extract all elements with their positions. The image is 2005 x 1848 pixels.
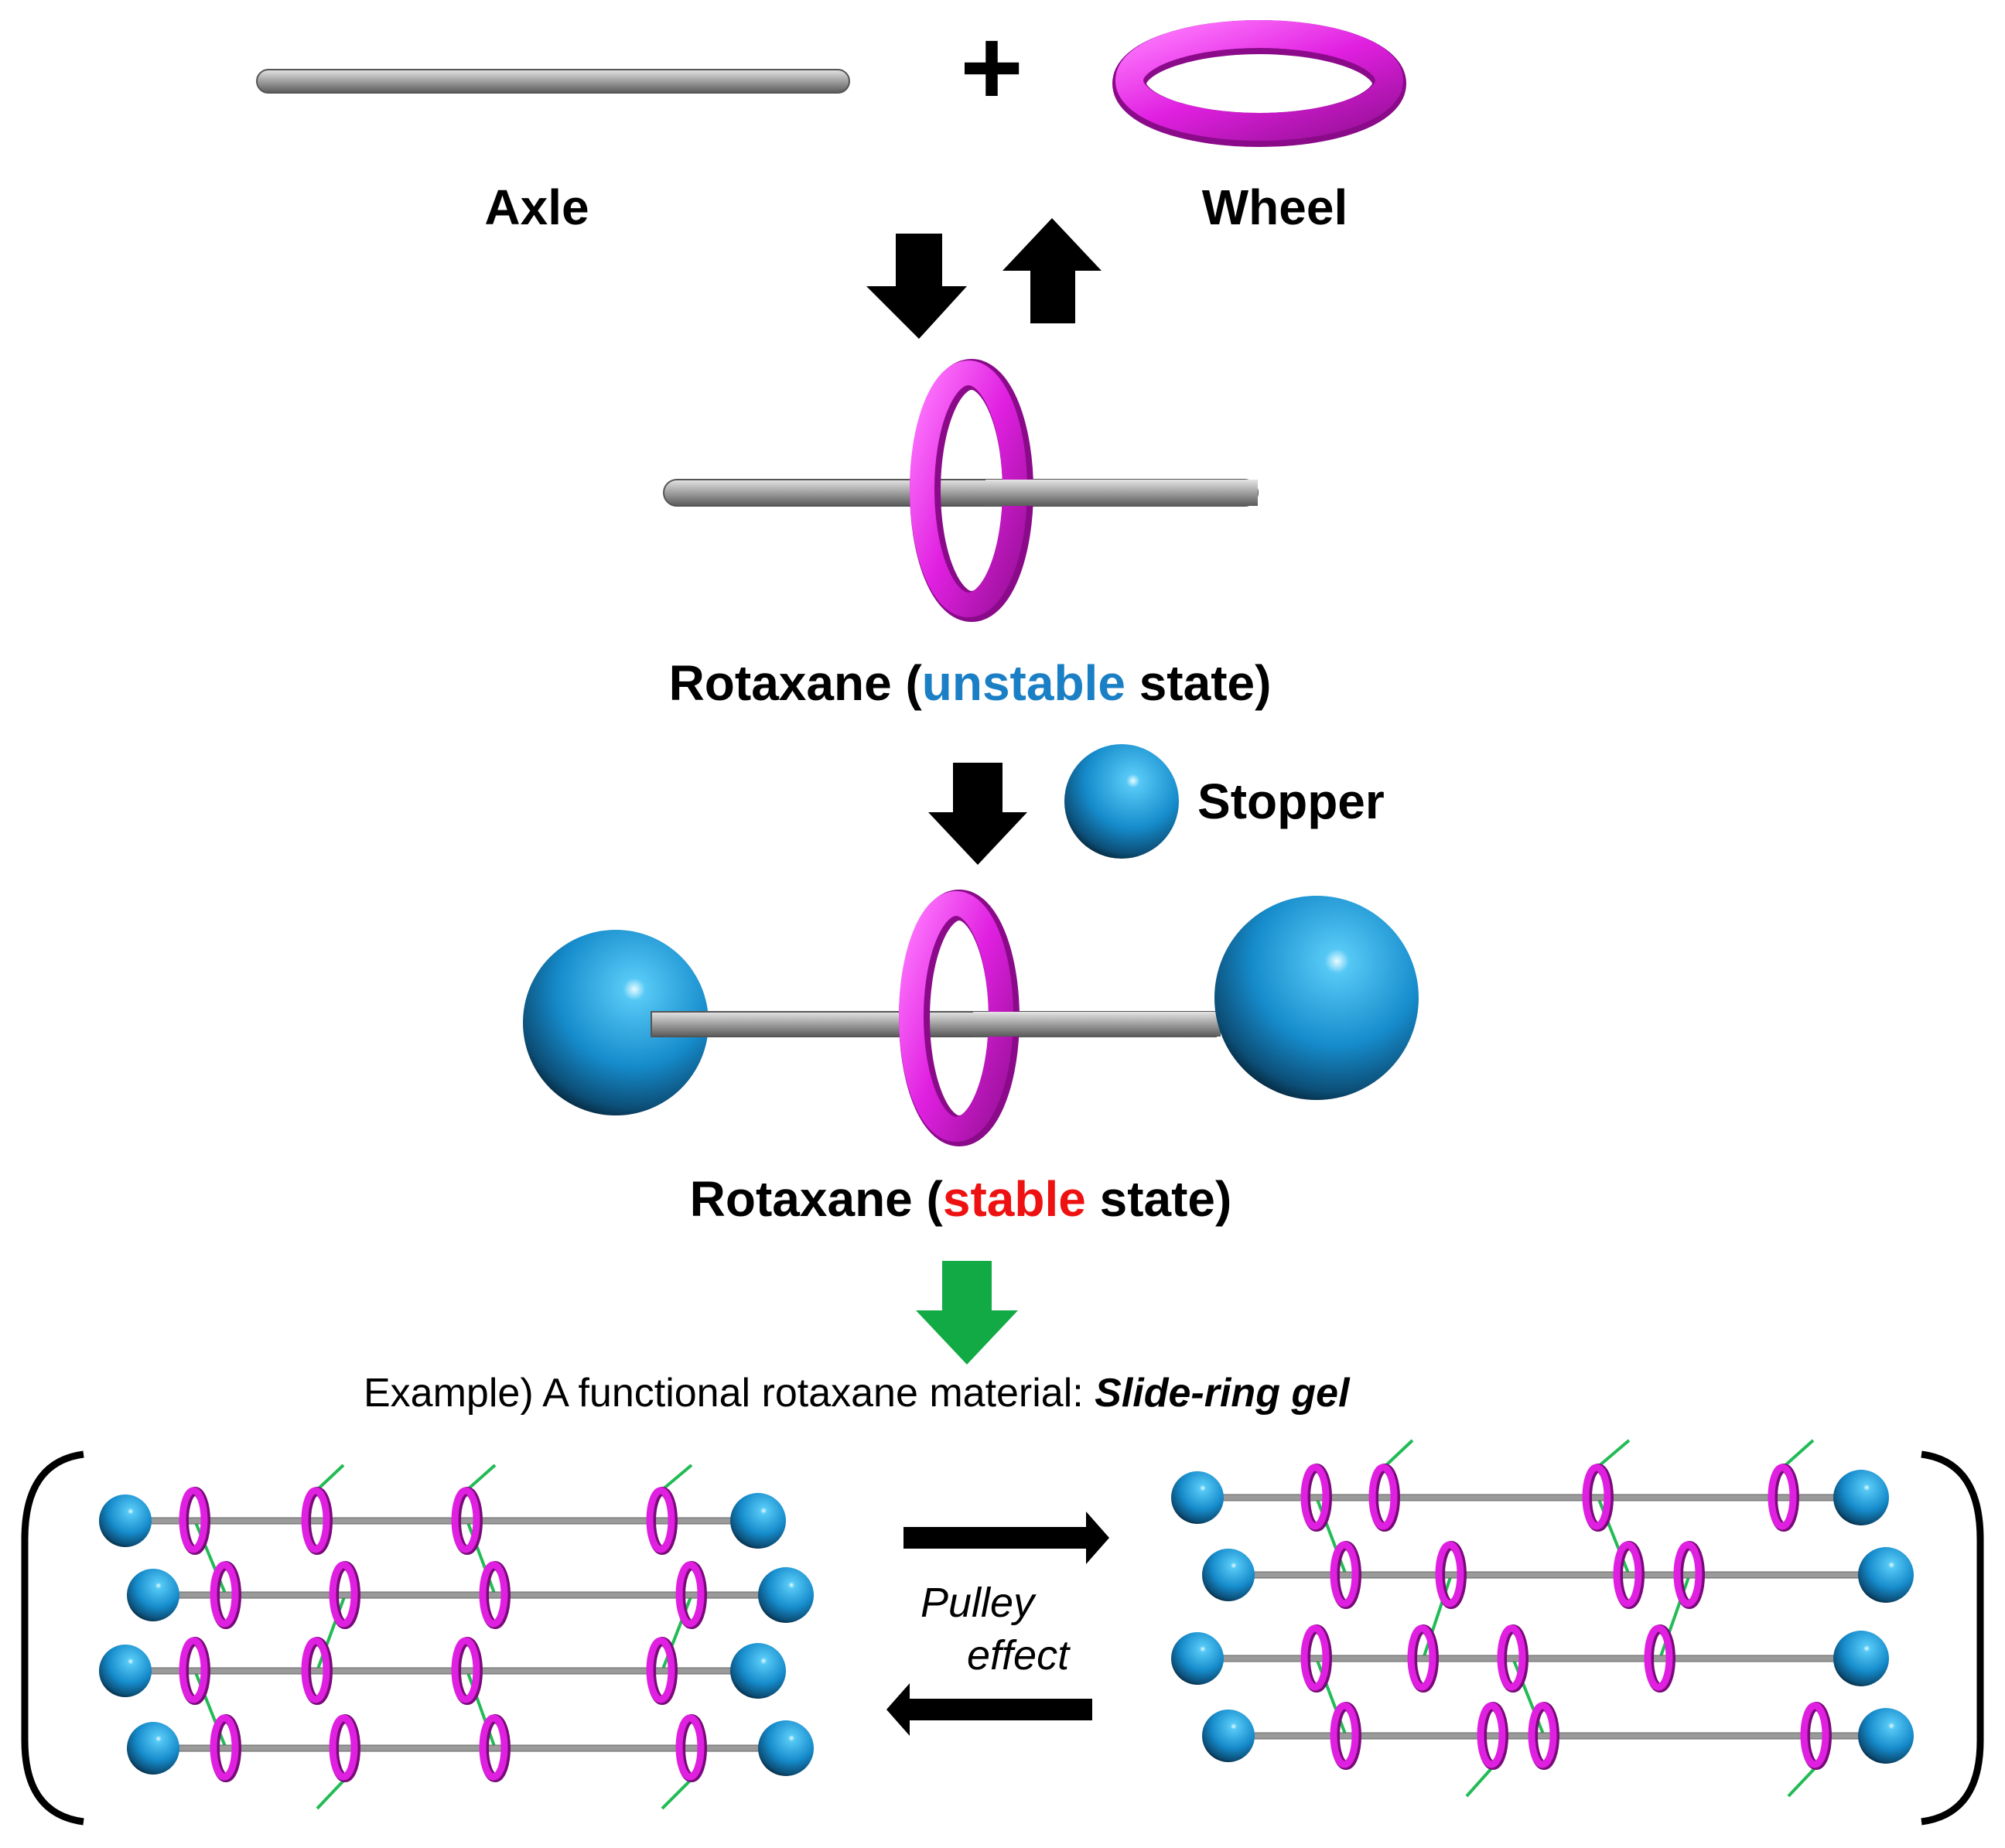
rotaxane-stable-model <box>523 890 1419 1146</box>
plus-sign: + <box>960 6 1023 128</box>
stopper-sphere-icon <box>1171 1471 1224 1524</box>
stopper-sphere-icon <box>1202 1710 1255 1762</box>
stopper-sphere-icon <box>523 930 709 1115</box>
stopper-sphere-icon <box>1858 1547 1914 1603</box>
crosslink-line <box>1597 1497 1631 1576</box>
bracket-left <box>21 1450 84 1826</box>
unstable-word: unstable <box>922 655 1125 711</box>
pulley-label: Pulley <box>921 1580 1037 1626</box>
stopper-sphere-icon <box>1214 896 1419 1100</box>
example-caption: Example) A functional rotaxane material:… <box>364 1371 1351 1416</box>
left-arrow-icon <box>886 1683 1092 1736</box>
crosslink-line <box>193 1670 227 1749</box>
down-arrow-icon <box>916 1261 1018 1365</box>
crosslink-line <box>1383 1439 1414 1468</box>
rotaxane-stable-label: Rotaxane (stable state) <box>690 1171 1232 1227</box>
effect-label: effect <box>967 1632 1071 1679</box>
stopper-label: Stopper <box>1197 774 1385 829</box>
axle-rod-icon <box>1197 1494 1862 1501</box>
crosslink-line <box>1782 1439 1815 1468</box>
crosslink-line <box>466 1464 497 1491</box>
rotaxane-unstable-label: Rotaxane (unstable state) <box>669 655 1272 711</box>
axle-rod-icon <box>256 69 850 94</box>
stopper-sphere-icon <box>127 1569 179 1621</box>
stable-word: stable <box>943 1171 1086 1227</box>
axle-rod-icon <box>152 1591 787 1599</box>
down-arrow-icon <box>866 234 967 339</box>
bracket-right <box>1921 1450 1984 1826</box>
stopper-sphere-icon <box>758 1567 814 1623</box>
axle-label: Axle <box>484 179 589 235</box>
stopper-sphere-icon <box>1202 1549 1255 1601</box>
stopper-sphere-icon <box>1858 1708 1914 1764</box>
stopper-sphere-icon <box>99 1645 152 1697</box>
slide-ring-gel-relaxed <box>99 1464 814 1810</box>
slide-ring-gel-stretched <box>1171 1439 1914 1798</box>
stopper-sphere-icon <box>1833 1470 1889 1525</box>
crosslink-line <box>316 1778 347 1810</box>
stopper-sphere-icon <box>758 1720 814 1776</box>
stopper-sphere-icon <box>1171 1632 1224 1685</box>
crosslink-line <box>661 1778 693 1810</box>
crosslink-line <box>316 1594 347 1672</box>
down-arrow-icon <box>928 763 1027 865</box>
axle-rod-icon <box>1228 1571 1887 1579</box>
stopper-sphere-icon <box>127 1722 179 1775</box>
axle-rod-icon <box>125 1667 759 1675</box>
stopper-sphere-icon <box>730 1493 786 1549</box>
wheel-ring-icon <box>1112 20 1406 147</box>
axle-rod-icon <box>152 1744 787 1752</box>
crosslink-line <box>661 1464 693 1491</box>
crosslink-line <box>316 1464 345 1491</box>
crosslink-line <box>1787 1765 1818 1798</box>
crosslink-line <box>1597 1439 1631 1468</box>
stopper-sphere-icon <box>1833 1631 1889 1686</box>
stopper-sphere-icon <box>1064 744 1179 859</box>
stopper-sphere-icon <box>99 1494 152 1547</box>
axle-rod-icon <box>125 1517 759 1525</box>
rotaxane-unstable-model <box>663 359 1259 622</box>
slide-ring-gel-name: Slide-ring gel <box>1095 1371 1351 1416</box>
crosslink-line <box>1511 1658 1546 1737</box>
crosslink-line <box>1465 1765 1494 1798</box>
axle-rod-icon <box>1197 1655 1862 1662</box>
wheel-label: Wheel <box>1202 179 1347 235</box>
crosslink-line <box>193 1520 227 1596</box>
stopper-sphere-icon <box>730 1643 786 1699</box>
up-arrow-icon <box>1002 218 1102 323</box>
right-arrow-icon <box>903 1512 1109 1564</box>
